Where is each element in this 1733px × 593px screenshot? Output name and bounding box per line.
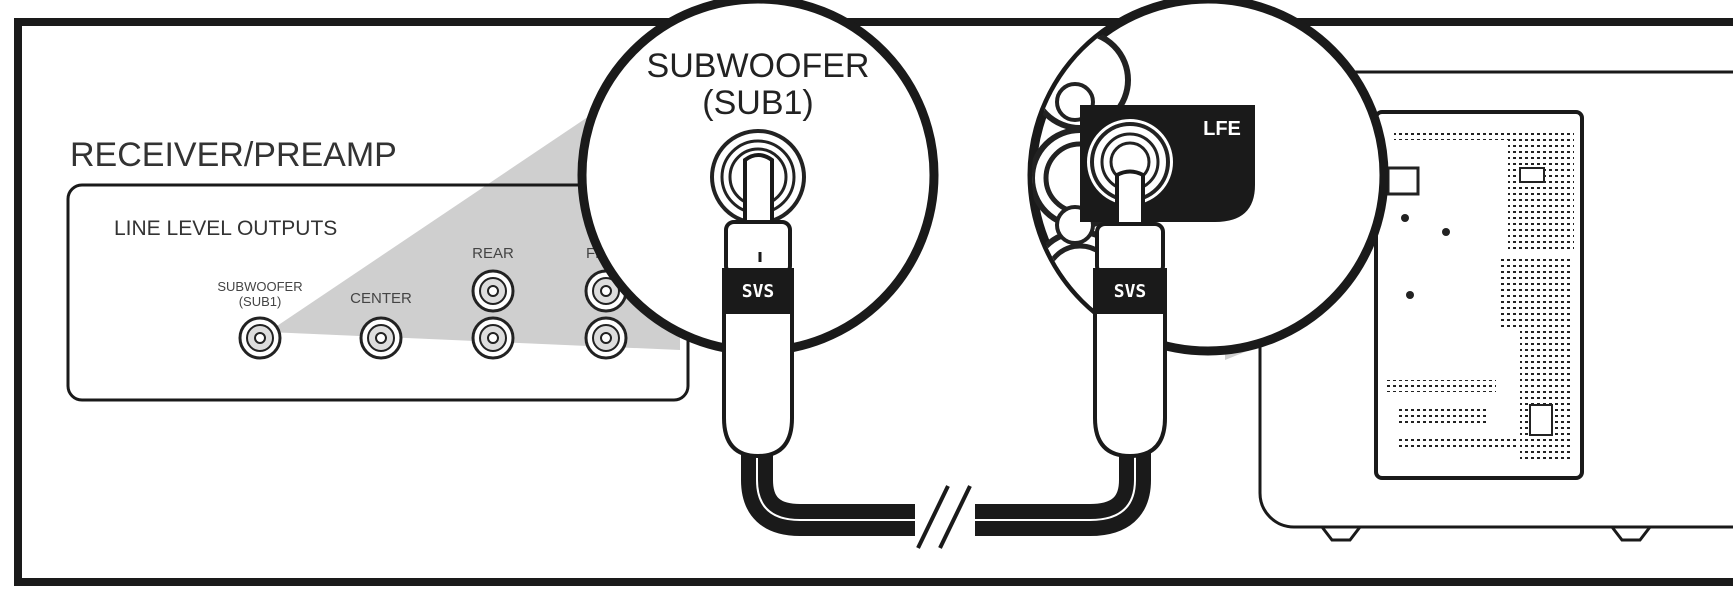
line-level-outputs-heading: LINE LEVEL OUTPUTS	[114, 217, 337, 240]
svs-logo-right: SVS	[1114, 281, 1147, 302]
zoom-label-sub1: (SUB1)	[702, 84, 813, 122]
jack-center	[359, 316, 403, 360]
jack-label-subwoofer: SUBWOOFER	[217, 279, 302, 294]
amplifier-plate	[1374, 110, 1584, 480]
rca-connector-receiver: SVS	[722, 153, 794, 459]
zoom-wedge-receiver	[268, 55, 680, 350]
rca-cable	[741, 450, 1151, 552]
outer-frame	[14, 18, 1733, 586]
jack-rear-top	[471, 269, 515, 313]
zoom-label-subwoofer: SUBWOOFER	[647, 47, 870, 85]
lfe-label: LFE	[1203, 118, 1241, 140]
receiver-title: RECEIVER/PREAMP	[70, 136, 397, 174]
zoom-circle-subwoofer: LFE	[1027, 0, 1389, 356]
jack-label-center: CENTER	[350, 290, 412, 307]
rca-connector-subwoofer: SVS	[1093, 169, 1167, 459]
svs-logo-left: SVS	[742, 281, 775, 302]
jack-label-rear: REAR	[472, 245, 514, 262]
jack-subwoofer	[238, 316, 282, 360]
jack-rear-bottom	[471, 316, 515, 360]
jack-label-sub1: (SUB1)	[239, 294, 282, 309]
jack-front-bottom	[584, 316, 628, 360]
